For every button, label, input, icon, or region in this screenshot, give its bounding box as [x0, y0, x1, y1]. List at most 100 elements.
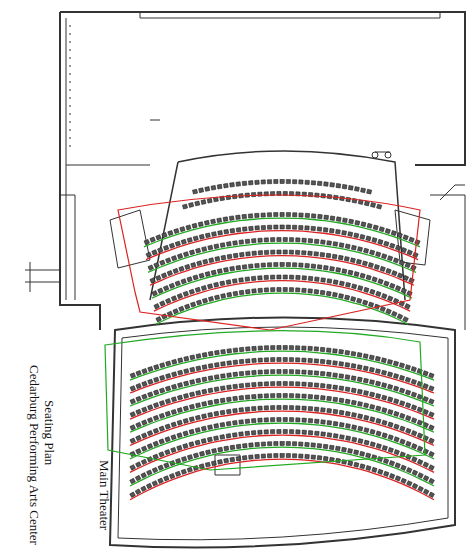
seat: [189, 442, 194, 447]
seat: [302, 382, 306, 386]
seat: [255, 454, 260, 458]
seat: [320, 347, 325, 351]
seat: [236, 444, 241, 449]
seat: [381, 358, 386, 363]
seat: [130, 399, 135, 404]
seat: [388, 409, 393, 414]
seat: [356, 259, 361, 264]
seat: [311, 181, 316, 185]
seat: [249, 226, 254, 230]
seat: [183, 431, 188, 436]
seat: [320, 290, 325, 295]
seat: [417, 420, 422, 425]
seat: [391, 231, 396, 236]
seat: [198, 222, 203, 227]
seat: [361, 188, 366, 193]
seat: [130, 386, 135, 391]
seat: [400, 439, 405, 444]
seat: [394, 437, 399, 442]
seat: [280, 454, 284, 458]
seat: [314, 347, 319, 351]
seat: [296, 430, 300, 434]
seat: [280, 263, 284, 267]
seat: [233, 360, 238, 364]
seat: [338, 255, 343, 260]
seat: [315, 431, 320, 435]
seat: [299, 180, 303, 184]
seat: [215, 295, 220, 300]
seat: [357, 389, 362, 394]
seat: [296, 382, 300, 386]
seat: [227, 361, 232, 366]
seat: [339, 374, 344, 379]
seat: [224, 446, 229, 451]
seat: [277, 369, 281, 373]
seat: [233, 291, 238, 296]
seat: [230, 228, 235, 233]
seat: [249, 455, 254, 459]
seat: [323, 265, 328, 270]
seat: [230, 266, 235, 271]
seat: [364, 391, 369, 396]
seat: [181, 239, 186, 244]
seat: [249, 443, 254, 447]
seat: [246, 347, 251, 351]
seat: [190, 380, 195, 385]
seat: [333, 421, 338, 426]
seat: [314, 407, 319, 411]
seat: [258, 238, 262, 242]
seat: [175, 241, 180, 246]
seat: [261, 454, 265, 458]
seat: [372, 467, 377, 472]
seat: [252, 251, 257, 255]
row-line: [130, 447, 434, 486]
seat: [264, 418, 268, 422]
seat: [172, 359, 177, 364]
seat: [271, 250, 275, 254]
seat: [314, 383, 319, 387]
seat: [141, 473, 147, 478]
seat: [246, 252, 251, 256]
seat: [264, 250, 268, 254]
seat: [215, 350, 220, 355]
seat: [336, 268, 341, 273]
seat: [142, 433, 147, 438]
seat: [308, 239, 313, 243]
seat: [383, 459, 388, 464]
seat: [367, 223, 372, 228]
seat: [333, 385, 338, 390]
seat: [165, 437, 170, 442]
seat: [423, 371, 428, 376]
seat: [388, 422, 393, 427]
seat: [163, 286, 168, 291]
seat: [214, 282, 219, 287]
seat: [366, 275, 371, 280]
seat: [277, 345, 281, 349]
seat: [375, 369, 380, 374]
seat: [201, 439, 206, 444]
seat: [401, 478, 406, 483]
seat: [271, 288, 275, 292]
seat: [187, 277, 192, 282]
seat: [252, 346, 256, 350]
seat: [193, 189, 198, 194]
seat: [136, 449, 141, 454]
seat: [370, 392, 375, 397]
seat: [406, 468, 411, 473]
seat: [305, 226, 309, 230]
seat: [345, 244, 350, 249]
seat: [348, 270, 353, 275]
seat: [385, 229, 390, 234]
seat: [196, 366, 201, 371]
seat: [302, 346, 306, 350]
seat: [148, 379, 153, 384]
seat: [220, 281, 225, 286]
seat: [142, 381, 147, 386]
seat: [233, 408, 238, 413]
seat: [215, 256, 220, 261]
seat: [327, 372, 332, 376]
seat: [211, 461, 216, 466]
seat: [189, 417, 194, 422]
seat: [211, 185, 216, 190]
seat: [202, 401, 207, 406]
